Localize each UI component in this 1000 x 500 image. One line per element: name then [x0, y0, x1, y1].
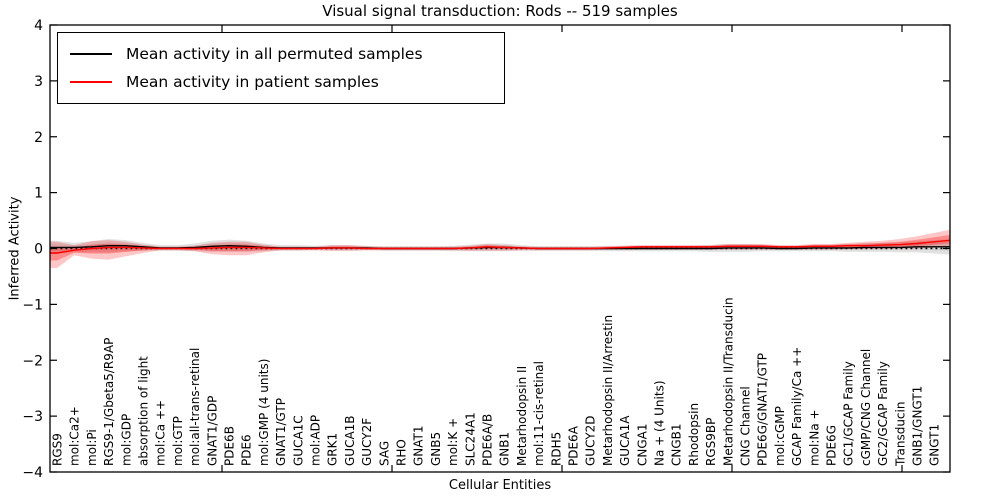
x-category-label: CNG Channel — [739, 386, 753, 466]
x-category-label: Metarhodopsin II/Transducin — [721, 297, 735, 466]
x-category-label: cGMP/CNG Channel — [859, 349, 873, 466]
x-category-label: GNAT1/GDP — [205, 396, 219, 466]
x-category-label: PDE6A/B — [481, 414, 495, 466]
legend: Mean activity in all permuted samples Me… — [57, 32, 505, 104]
x-category-label: GNB1/GNGT1 — [911, 386, 925, 466]
permuted-line-swatch — [70, 53, 112, 55]
x-category-label: absorption of light — [137, 356, 151, 466]
x-category-label: mol:cGMP — [773, 406, 787, 466]
x-category-label: mol:GDP — [119, 414, 133, 466]
x-category-label: SAG — [377, 441, 391, 466]
x-category-label: Rhodopsin — [687, 403, 701, 466]
x-category-label: Transducin — [893, 402, 907, 467]
x-category-label: PDE6 — [240, 434, 254, 466]
x-category-label: RDH5 — [549, 432, 563, 466]
x-category-label: CNGB1 — [670, 423, 684, 466]
x-category-label: GUCY2D — [584, 416, 598, 466]
legend-label-patient: Mean activity in patient samples — [126, 73, 379, 91]
band — [50, 229, 950, 269]
patient-mean-line — [50, 239, 951, 254]
x-category-label: PDE6G/GNAT1/GTP — [756, 353, 770, 466]
patient-line-swatch — [70, 81, 112, 83]
y-tick-label: −2 — [22, 353, 43, 369]
x-category-label: GNB5 — [429, 432, 443, 466]
x-category-label: mol:ADP — [309, 415, 323, 466]
x-category-label: GNB1 — [498, 432, 512, 466]
x-category-label: RGS9-1/Gbeta5/R9AP — [102, 338, 116, 466]
y-axis-label: Inferred Activity — [7, 196, 23, 301]
x-category-label: mol:Pi — [85, 429, 99, 466]
y-tick-label: 1 — [34, 186, 43, 202]
x-category-label: GRK1 — [326, 433, 340, 466]
y-tick-label: −3 — [22, 409, 43, 425]
x-category-label: mol:11-cis-retinal — [532, 361, 546, 466]
legend-item-patient: Mean activity in patient samples — [70, 68, 504, 96]
y-tick-label: −1 — [22, 297, 43, 313]
x-category-label: mol:all-trans-retinal — [188, 348, 202, 466]
x-category-label: GCAP Family/Ca ++ — [790, 347, 804, 466]
x-axis-label: Cellular Entities — [448, 478, 552, 493]
x-category-label: CNGA1 — [635, 424, 649, 467]
legend-item-permuted: Mean activity in all permuted samples — [70, 40, 504, 68]
x-category-label: PDE6A — [567, 425, 581, 466]
y-tick-label: 3 — [34, 74, 43, 90]
x-category-label: Metarhodopsin II/Arrestin — [601, 315, 615, 466]
x-category-label: GC2/GCAP Family — [876, 361, 890, 466]
axis-ticks — [50, 24, 950, 473]
x-category-label: PDE6G — [825, 425, 839, 466]
x-category-label: mol:K + — [446, 418, 460, 466]
x-category-label: Na + (4 Units) — [653, 380, 667, 466]
x-category-label: mol:GMP (4 units) — [257, 359, 271, 466]
x-category-label: GC1/GCAP Family — [842, 361, 856, 466]
x-category-label: mol:GTP — [171, 416, 185, 466]
x-category-label: mol:Na + — [807, 409, 821, 466]
x-category-label: RGS9BP — [704, 418, 718, 466]
x-category-label: GUCY2F — [360, 418, 374, 466]
y-tick-label: 2 — [34, 130, 43, 146]
x-category-label: RGS9 — [51, 433, 65, 466]
x-category-label: GUCA1C — [291, 415, 305, 466]
y-tick-label: 0 — [34, 242, 43, 258]
x-category-label: GNAT1 — [412, 425, 426, 466]
plot-lines — [50, 239, 951, 254]
x-category-label: GNGT1 — [928, 424, 942, 466]
x-category-label: mol:Ca ++ — [154, 400, 168, 466]
x-category-label: GUCA1A — [618, 415, 632, 466]
chart-title: Visual signal transduction: Rods -- 519 … — [322, 2, 678, 20]
x-category-label: mol:Ca2+ — [68, 406, 82, 466]
y-tick-labels: 4 3 2 1 0 −1 −2 −3 −4 — [22, 18, 43, 481]
x-category-label: RHO — [395, 439, 409, 466]
x-category-label: Metarhodopsin II — [515, 366, 529, 466]
legend-label-permuted: Mean activity in all permuted samples — [126, 45, 423, 63]
x-category-label: GNAT1/GTP — [274, 398, 288, 466]
x-category-label: SLC24A1 — [463, 412, 477, 466]
y-tick-label: 4 — [34, 18, 43, 34]
x-category-label: PDE6B — [223, 426, 237, 466]
y-tick-label: −4 — [22, 465, 43, 481]
x-category-label: GUCA1B — [343, 415, 357, 466]
